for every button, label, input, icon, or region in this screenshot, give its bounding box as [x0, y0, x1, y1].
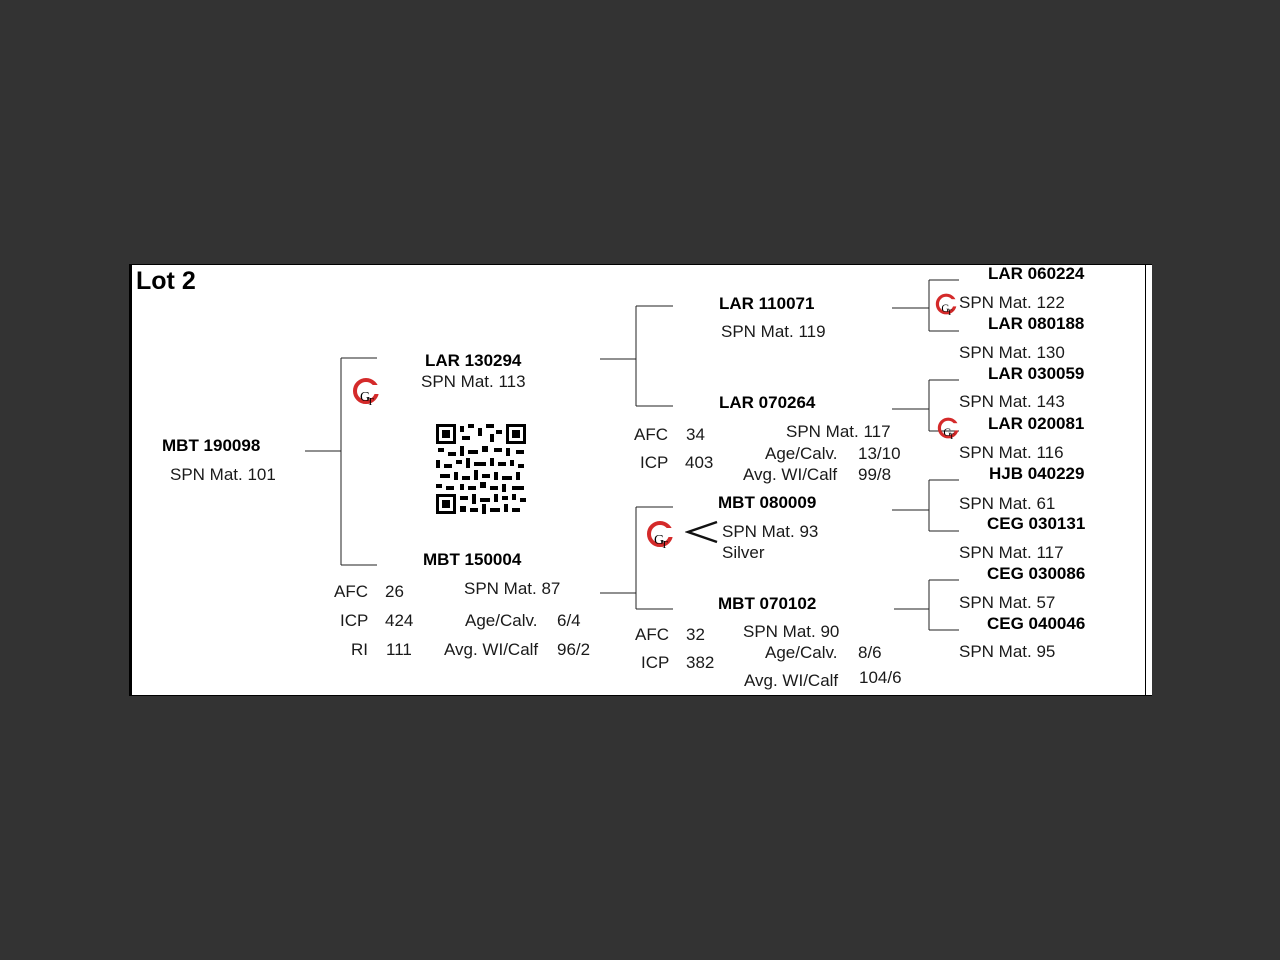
sd-icp-label: ICP	[640, 453, 669, 472]
pedigree-connector-lines	[305, 279, 959, 631]
ggp-3-spn: SPN Mat. 143	[959, 392, 1065, 411]
gt-logo-icon: G T	[935, 293, 959, 317]
dam-afc-label: AFC	[334, 582, 368, 601]
sd-wi-label: Avg. WI/Calf	[743, 465, 838, 484]
sheet-right-border	[1145, 265, 1146, 695]
sd-age-value: 13/10	[858, 444, 901, 463]
svg-text:G: G	[943, 427, 951, 439]
ggp-4-id: LAR 020081	[988, 414, 1085, 433]
less-than-bracket-icon	[685, 520, 718, 544]
dd-wi-value: 104/6	[859, 668, 902, 687]
ggp-8-id: CEG 040046	[987, 614, 1086, 633]
sire-spn: SPN Mat. 113	[421, 372, 526, 391]
dd-icp-label: ICP	[641, 653, 670, 672]
animal-spn: SPN Mat. 101	[170, 465, 276, 484]
dd-wi-label: Avg. WI/Calf	[744, 671, 839, 690]
ss-spn: SPN Mat. 119	[721, 322, 826, 341]
dd-age-value: 8/6	[858, 643, 882, 662]
dam-icp-value: 424	[385, 611, 414, 630]
dam-id: MBT 150004	[423, 550, 522, 569]
dd-afc-value: 32	[686, 625, 705, 644]
ggp-1-id: LAR 060224	[988, 264, 1085, 283]
sd-id: LAR 070264	[719, 393, 816, 412]
ss-id: LAR 110071	[719, 294, 815, 313]
dd-afc-label: AFC	[635, 625, 669, 644]
ggp-1-spn: SPN Mat. 122	[959, 293, 1065, 312]
dam-age-label: Age/Calv.	[465, 611, 538, 630]
gt-logo-icon: G T	[937, 417, 961, 441]
svg-text:T: T	[949, 431, 955, 441]
sd-wi-value: 99/8	[858, 465, 892, 484]
dam-ri-value: 111	[386, 640, 412, 659]
svg-text:G: G	[360, 390, 370, 405]
dam-age-value: 6/4	[557, 611, 581, 630]
dam-wi-label: Avg. WI/Calf	[444, 640, 539, 659]
sire-id: LAR 130294	[425, 351, 522, 370]
dd-id: MBT 070102	[718, 594, 817, 613]
dd-spn: SPN Mat. 90	[743, 622, 840, 641]
ggp-5-spn: SPN Mat. 61	[959, 494, 1056, 513]
ggp-2-id: LAR 080188	[988, 314, 1085, 333]
lot-title: Lot 2	[136, 267, 196, 295]
sd-icp-value: 403	[685, 453, 714, 472]
sd-afc-value: 34	[686, 425, 705, 444]
ggp-8-spn: SPN Mat. 95	[959, 642, 1056, 661]
svg-text:G: G	[941, 303, 949, 315]
ggp-4-spn: SPN Mat. 116	[959, 443, 1064, 462]
ggp-6-id: CEG 030131	[987, 514, 1086, 533]
qr-code-icon	[436, 424, 526, 514]
sd-age-label: Age/Calv.	[765, 444, 838, 463]
ggp-5-id: HJB 040229	[989, 464, 1085, 483]
svg-text:G: G	[654, 533, 664, 548]
svg-text:T: T	[947, 307, 953, 317]
dam-spn: SPN Mat. 87	[464, 579, 561, 598]
ggp-2-spn: SPN Mat. 130	[959, 343, 1065, 362]
gt-logo-icon: G T	[647, 521, 676, 550]
dd-icp-value: 382	[686, 653, 715, 672]
dam-ri-label: RI	[351, 640, 368, 659]
gt-logo-icon: G T	[353, 378, 382, 407]
animal-id: MBT 190098	[162, 436, 261, 455]
ggp-6-spn: SPN Mat. 117	[959, 543, 1064, 562]
ggp-3-id: LAR 030059	[988, 364, 1085, 383]
ggp-7-spn: SPN Mat. 57	[959, 593, 1056, 612]
sd-spn: SPN Mat. 117	[786, 422, 891, 441]
dam-wi-value: 96/2	[557, 640, 591, 659]
svg-text:T: T	[367, 396, 374, 407]
sd-afc-label: AFC	[634, 425, 668, 444]
ggp-7-id: CEG 030086	[987, 564, 1086, 583]
pedigree-sheet: Lot 2 MBT 190098 SPN Mat. 101 G T LAR 13…	[129, 264, 1152, 696]
ds-spn: SPN Mat. 93	[722, 522, 819, 541]
ds-id: MBT 080009	[718, 493, 817, 512]
dam-icp-label: ICP	[340, 611, 369, 630]
sheet-left-border	[129, 265, 132, 695]
dam-afc-value: 26	[385, 582, 404, 601]
svg-text:T: T	[661, 539, 668, 550]
dd-age-label: Age/Calv.	[765, 643, 838, 662]
ds-grade: Silver	[722, 543, 765, 562]
